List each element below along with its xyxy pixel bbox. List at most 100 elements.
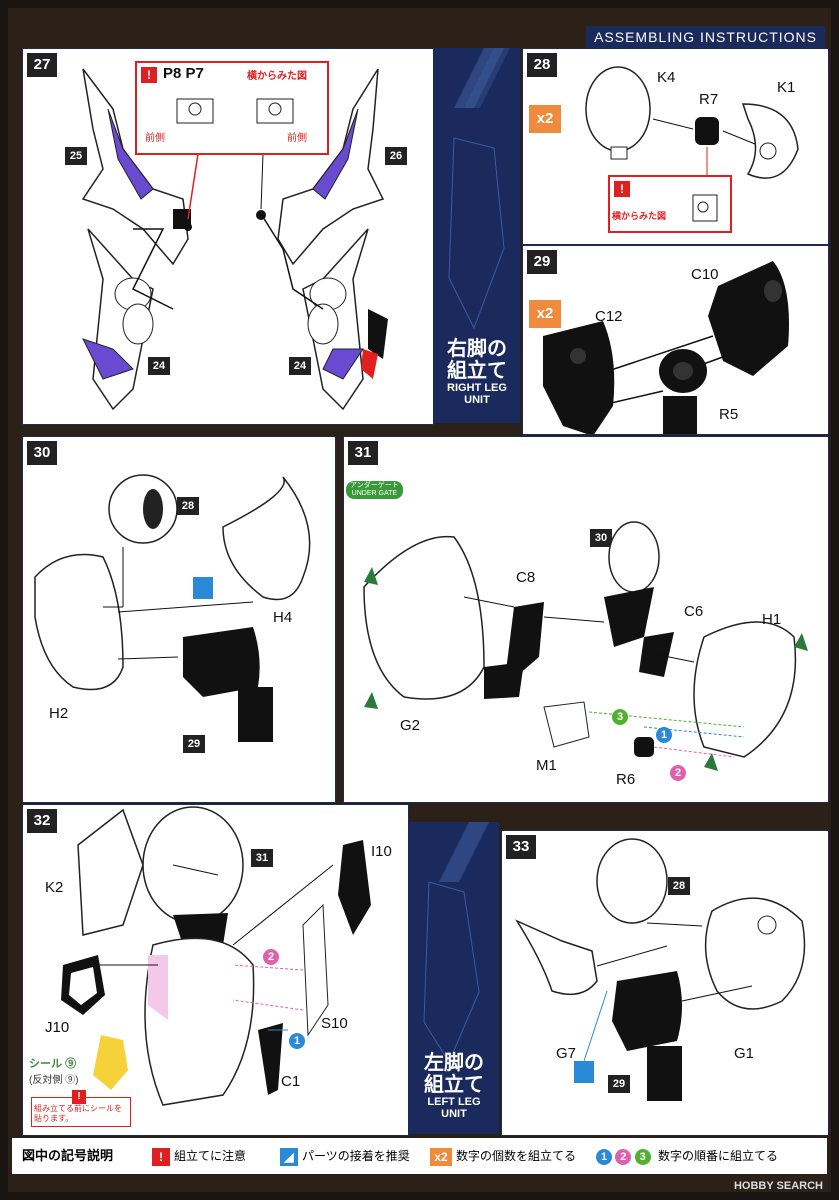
right-leg-jp-line1: 右脚の	[447, 338, 507, 360]
part-label-r7: R7	[699, 91, 719, 108]
part-label-c8: C8	[516, 569, 536, 586]
legend-qty-text: 数字の個数を組立てる	[456, 1149, 577, 1163]
part-label-i10: I10	[371, 843, 392, 860]
step-32-drawing	[61, 806, 371, 1106]
step-29-panel: 29 x2 C10 C12 R5	[522, 245, 829, 435]
step-number: 31	[348, 441, 378, 465]
order-3-icon: 3	[634, 1148, 651, 1165]
watermark: HOBBY SEARCH	[733, 1180, 823, 1192]
legend-caution-text: 組立てに注意	[174, 1149, 247, 1163]
part-label-c6: C6	[684, 603, 704, 620]
order-2-icon: 2	[615, 1148, 632, 1165]
step-27-panel: 27 ! P8 P7 横からみた図	[22, 48, 434, 425]
legend-glue-text: パーツの接着を推奨	[302, 1149, 410, 1163]
part-label-h2: H2	[49, 705, 69, 722]
caution-icon: !	[152, 1147, 170, 1166]
band-stripes	[423, 822, 489, 1064]
part-label-c1: C1	[281, 1073, 301, 1090]
caution-icon: !	[614, 181, 630, 197]
step-number: 28	[527, 53, 557, 77]
left-leg-jp-line1: 左脚の	[424, 1052, 484, 1074]
seal-label: シール ⑨	[29, 1055, 76, 1071]
step-28-drawing	[585, 66, 799, 222]
part-ref-26: 26	[385, 147, 407, 165]
step-number: 32	[27, 809, 57, 833]
part-label-h1: H1	[762, 611, 782, 628]
step-28-panel: 28 x2 K4 R7 K1 ! 横からみた図	[522, 48, 829, 245]
side-view-callout: ! 横からみた図	[608, 175, 732, 233]
step-30-drawing	[34, 474, 311, 742]
part-label-k1: K1	[777, 79, 796, 96]
right-leg-en-line2: UNIT	[464, 394, 490, 406]
under-gate-jp: アンダーゲート	[350, 482, 399, 489]
part-ref-28: 28	[668, 877, 690, 895]
legend-caution: ! 組立てに注意	[152, 1146, 246, 1166]
part-ref-28: 28	[177, 497, 199, 515]
part-ref-31: 31	[251, 849, 273, 867]
left-leg-jp-line2: 組立て	[424, 1074, 484, 1096]
part-ref-30: 30	[590, 529, 612, 547]
part-label-c10: C10	[691, 266, 719, 283]
part-label-r5: R5	[719, 406, 739, 423]
part-label-g1: G1	[734, 1045, 755, 1062]
under-gate-en: UNDER GATE	[351, 490, 398, 497]
warn-parts: P8 P7	[163, 65, 204, 82]
part-ref-29: 29	[608, 1075, 630, 1093]
part-label-s10: S10	[321, 1015, 348, 1032]
seal-note: 組み立てる前にシールを貼ります。	[34, 1104, 122, 1123]
seal-note-box: ! 組み立てる前にシールを貼ります。	[31, 1090, 131, 1127]
step-number: 30	[27, 441, 57, 465]
order-1-icon: 1	[289, 1033, 305, 1049]
right-leg-en-line1: RIGHT LEG	[447, 382, 507, 394]
part-label-j10: J10	[45, 1019, 70, 1036]
left-leg-band: 左脚の 組立て LEFT LEG UNIT	[409, 822, 499, 1134]
step-number: 33	[506, 835, 536, 859]
step-29-drawing	[543, 261, 789, 434]
seal-side: (反対側 ⑨)	[29, 1075, 79, 1086]
front-side-right: 前側	[287, 133, 307, 144]
order-1-icon: 1	[656, 727, 672, 743]
step-32-panel: 32 K2 31 I10 J10 S10 C1 2 1 シール ⑨ (反対側 ⑨…	[22, 804, 409, 1136]
under-gate-badge: アンダーゲート UNDER GATE	[346, 481, 403, 499]
step-31-panel: 31 アンダーゲート UNDER GATE 30 C8 C6 H1 G2 M1 …	[343, 436, 829, 803]
left-leg-en-line2: UNIT	[441, 1108, 467, 1120]
side-view-label: 横からみた図	[612, 211, 667, 221]
step-31-drawing	[363, 521, 808, 771]
side-view-callout: ! P8 P7 横からみた図 前側 前側	[135, 61, 329, 155]
order-3-icon: 3	[612, 709, 628, 725]
part-label-k4: K4	[657, 69, 676, 86]
legend-order: 1 2 3 数字の順番に組立てる	[596, 1146, 778, 1166]
legend-order-text: 数字の順番に組立てる	[658, 1149, 779, 1163]
glue-icon: ◢	[280, 1147, 298, 1166]
seal-text: シール	[29, 1058, 62, 1070]
right-leg-jp-line2: 組立て	[447, 360, 507, 382]
seal-number: ⑨	[65, 1058, 77, 1070]
order-2-icon: 2	[670, 765, 686, 781]
quantity-icon: x2	[430, 1147, 452, 1166]
front-side-left: 前側	[145, 133, 165, 144]
part-label-g2: G2	[400, 717, 421, 734]
part-label-g7: G7	[556, 1045, 577, 1062]
side-view-label: 横からみた図	[247, 71, 307, 82]
order-1-icon: 1	[596, 1148, 612, 1165]
part-label-c12: C12	[595, 308, 623, 325]
step-33-panel: 33 28 G7 G1 29	[501, 830, 829, 1136]
part-ref-24-left: 24	[148, 357, 170, 375]
part-ref-29: 29	[183, 735, 205, 753]
quantity-icon: x2	[529, 300, 561, 328]
step-27-drawing	[81, 68, 388, 411]
right-leg-band: 右脚の 組立て RIGHT LEG UNIT	[434, 48, 520, 423]
header-title: ASSEMBLING INSTRUCTIONS	[586, 26, 825, 50]
part-label-h4: H4	[273, 609, 293, 626]
legend-title: 図中の記号説明	[22, 1148, 114, 1163]
step-30-panel: 30 28 H4 H2 29	[22, 436, 336, 803]
legend-qty: x2 数字の個数を組立てる	[430, 1146, 576, 1166]
part-label-r6: R6	[616, 771, 636, 788]
side-view-parts	[176, 98, 294, 124]
part-label-m1: M1	[536, 757, 557, 774]
order-2-icon: 2	[263, 949, 279, 965]
caution-icon: !	[141, 67, 157, 83]
quantity-icon: x2	[529, 105, 561, 133]
band-stripes	[448, 48, 510, 330]
